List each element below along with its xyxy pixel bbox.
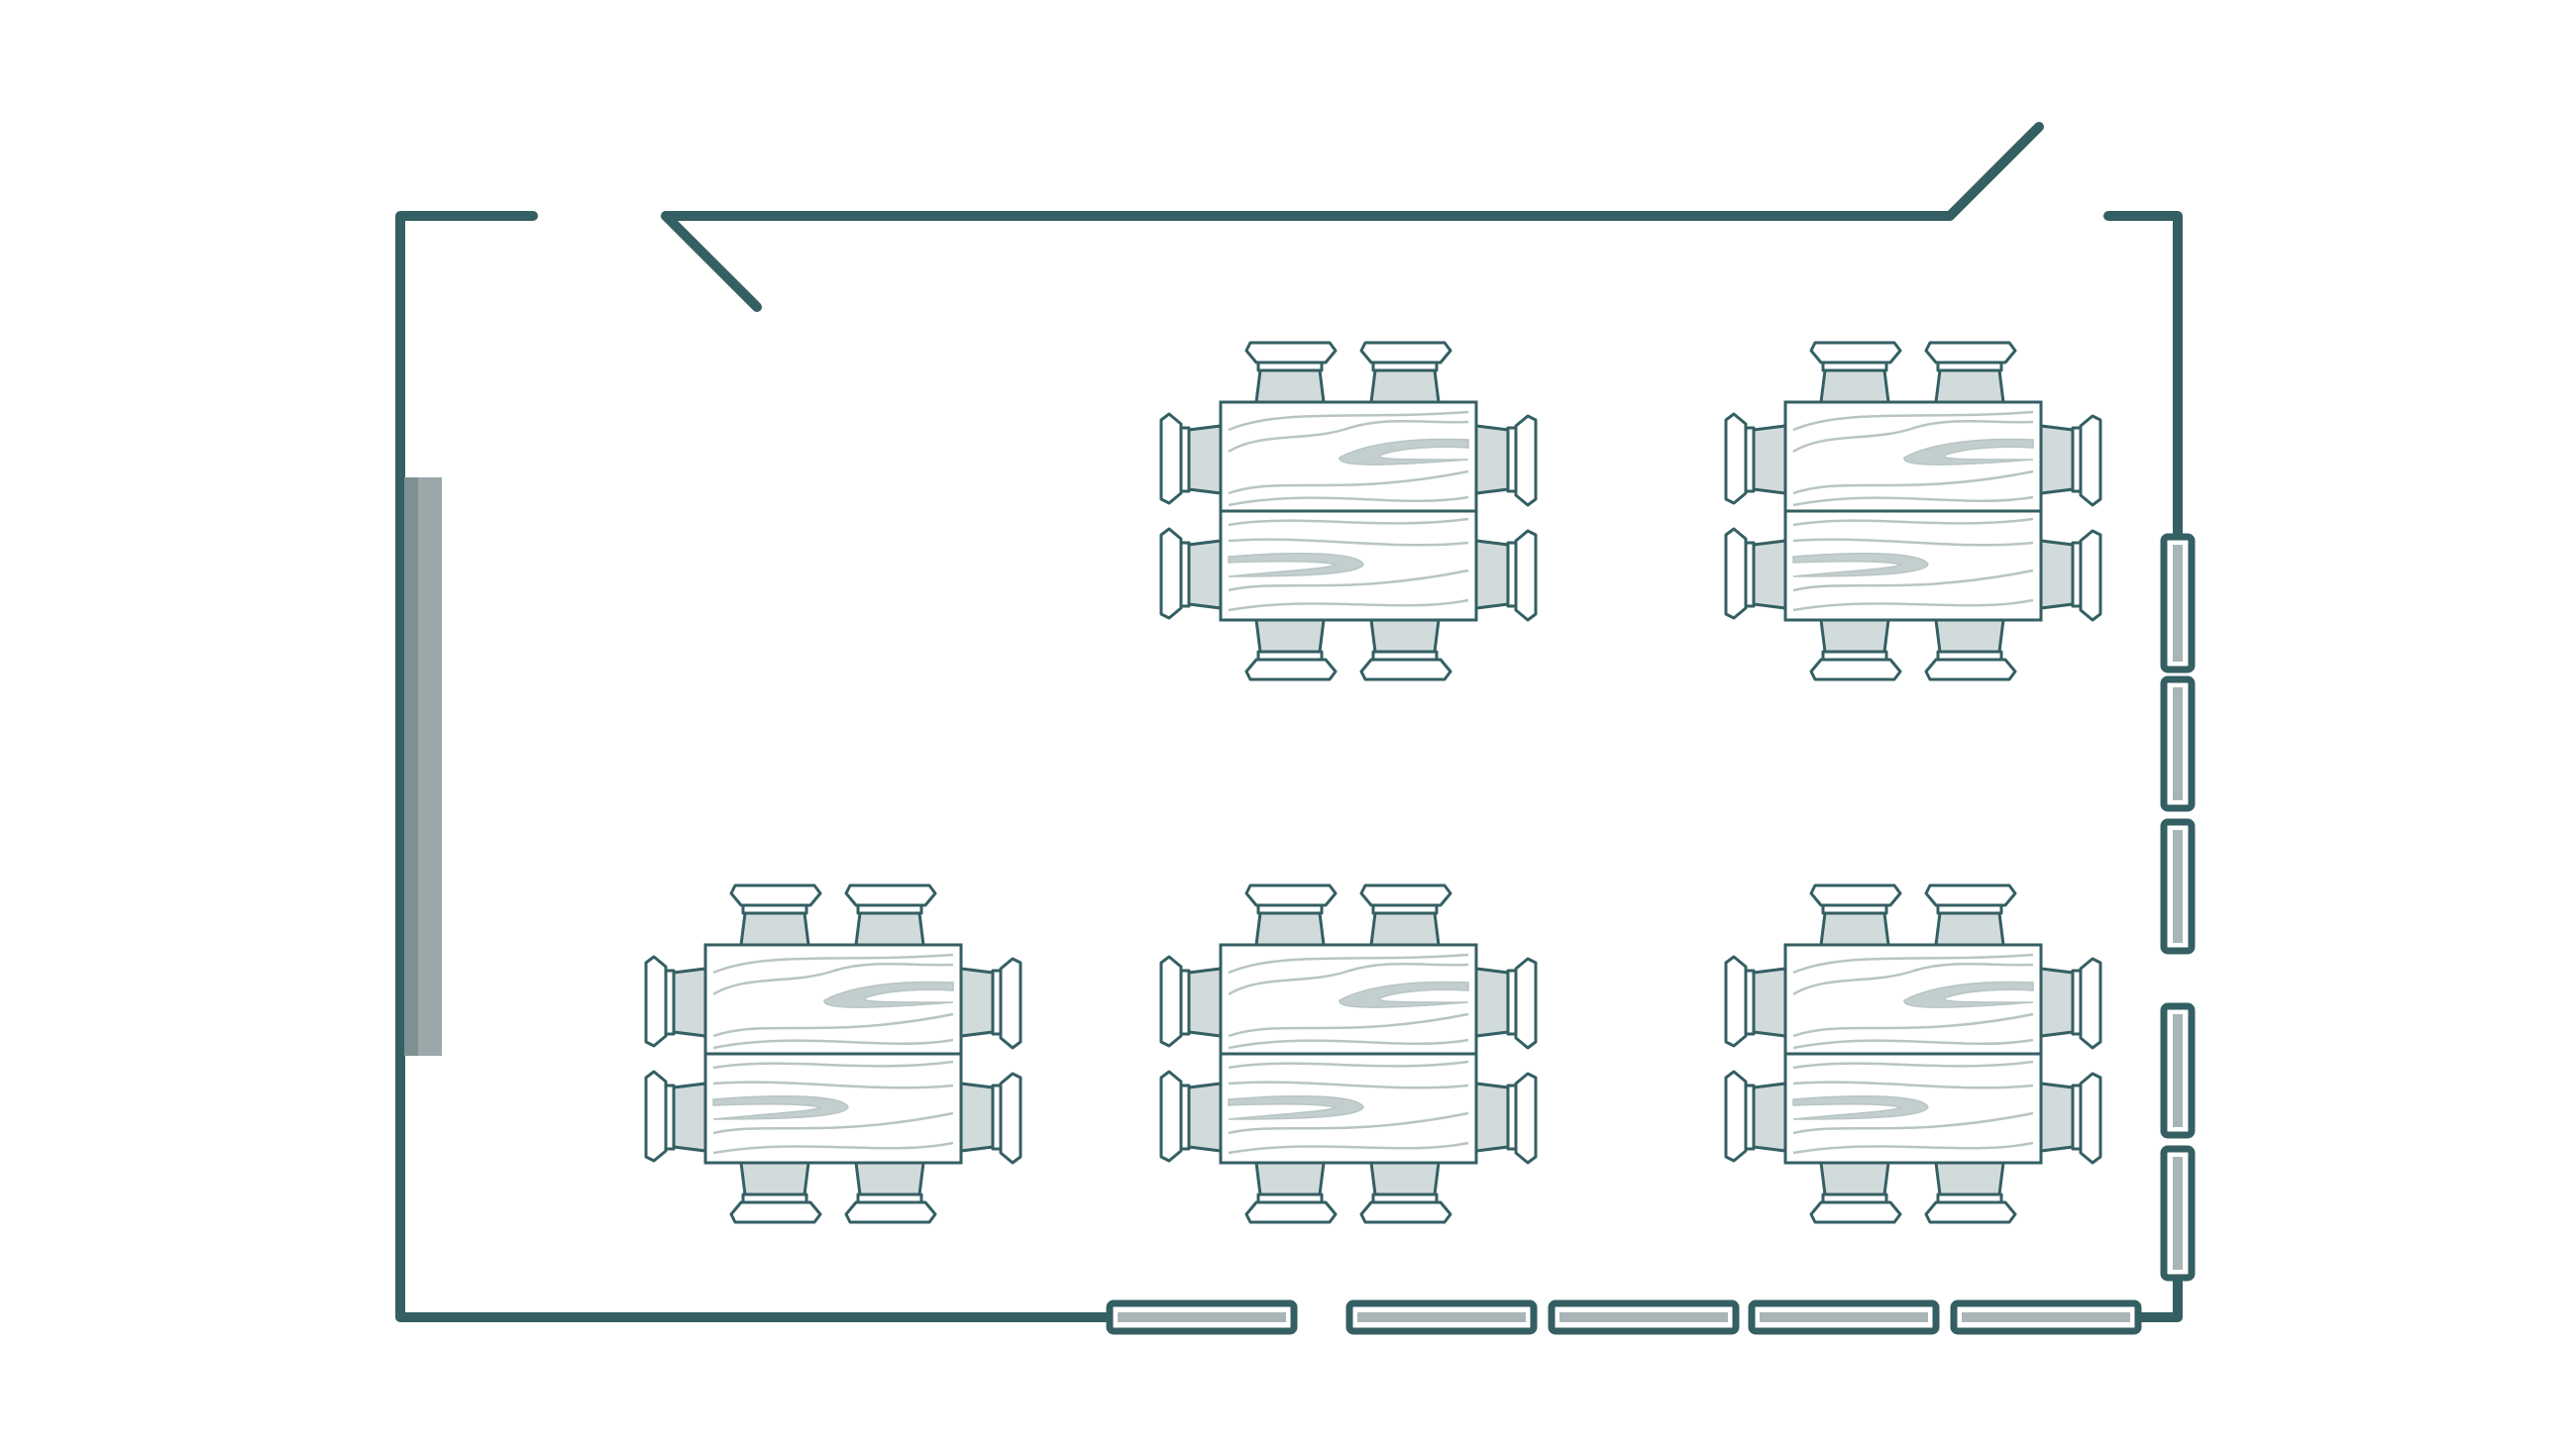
whiteboard-left-wall <box>404 477 442 1056</box>
window-right-2 <box>2160 675 2196 812</box>
windows-bottom-wall <box>1106 1299 2142 1335</box>
table-group-bottom-center <box>1161 885 1536 1222</box>
window-bottom-3 <box>1548 1299 1740 1335</box>
window-right-3 <box>2160 818 2196 955</box>
table-group-top-right <box>1726 343 2100 679</box>
door-top-left <box>661 211 762 312</box>
table-groups <box>646 343 2100 1222</box>
window-right-5 <box>2160 1145 2196 1282</box>
table-group-bottom-left <box>646 885 1020 1222</box>
door-top-right <box>1945 122 2044 221</box>
room-walls <box>395 211 2183 1322</box>
window-bottom-4 <box>1748 1299 1940 1335</box>
table-group-bottom-right <box>1726 885 2100 1222</box>
window-bottom-5 <box>1950 1299 2142 1335</box>
window-right-4 <box>2160 1002 2196 1139</box>
table-group-top-center <box>1161 343 1536 679</box>
window-bottom-2 <box>1345 1299 1538 1335</box>
windows-right-wall <box>2160 533 2196 1282</box>
window-right-1 <box>2160 533 2196 673</box>
window-bottom-1 <box>1106 1299 1298 1335</box>
